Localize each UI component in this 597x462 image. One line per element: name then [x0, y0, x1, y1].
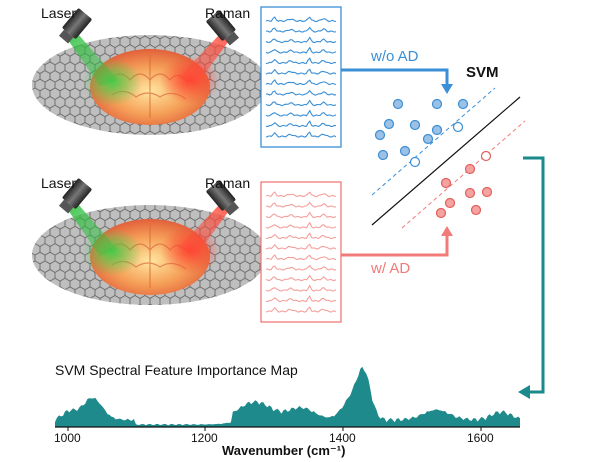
top-spectra-traces	[265, 16, 337, 138]
tick-label-1600: 1600	[467, 431, 494, 445]
svm-data-point	[464, 187, 476, 199]
spectrum-trace	[265, 232, 337, 240]
svm-to-map-arrow	[523, 156, 545, 394]
bottom-flow-arrow	[341, 235, 449, 257]
svm-class-w-ad-points	[435, 150, 493, 219]
spectrum-trace	[265, 295, 337, 303]
spectrum-trace	[265, 57, 337, 65]
top-raman-objective-icon	[206, 10, 240, 46]
svm-data-point	[440, 177, 452, 189]
top-sample-illustration	[32, 8, 268, 135]
svm-data-point	[409, 119, 421, 131]
spectrum-trace	[265, 46, 337, 54]
svm-data-point	[383, 118, 395, 130]
svm-data-point	[431, 98, 443, 110]
bottom-group-label: w/ AD	[371, 260, 411, 277]
spectrum-trace	[265, 36, 337, 44]
svm-data-point	[435, 207, 447, 219]
svm-data-point	[457, 98, 469, 110]
svm-margin-blue	[371, 87, 496, 196]
svm-data-point	[464, 163, 476, 175]
svm-data-point	[481, 186, 493, 198]
top-spectra-panel	[260, 6, 342, 148]
spectrum-trace	[265, 99, 337, 107]
tick-label-1400: 1400	[329, 431, 356, 445]
spectrum-trace	[265, 243, 337, 250]
spectrum-trace	[265, 201, 337, 208]
svm-data-point	[392, 98, 404, 110]
spectrum-trace	[265, 284, 337, 292]
top-raman-label: Raman	[205, 5, 251, 21]
spectrum-trace	[265, 16, 337, 23]
feature-importance-area	[55, 366, 520, 427]
spectrum-trace	[265, 109, 337, 117]
spectrum-trace	[265, 191, 337, 198]
svm-data-point	[422, 133, 434, 145]
svm-data-point	[409, 156, 421, 168]
spectrum-trace	[265, 120, 337, 128]
spectrum-trace	[265, 254, 337, 261]
spectrum-trace	[265, 306, 337, 313]
svm-data-point	[374, 129, 386, 141]
bottom-spectra-traces	[265, 191, 337, 313]
bottom-spectra-panel	[260, 181, 342, 323]
spectrum-trace	[265, 79, 337, 86]
tick-label-1200: 1200	[191, 431, 218, 445]
spectrum-trace	[266, 264, 337, 271]
feature-map-xlabel: Wavenumber (cm⁻¹)	[222, 443, 346, 458]
svm-hyperplane	[371, 96, 521, 226]
top-laser-objective-icon	[58, 8, 92, 44]
bottom-raman-label: Raman	[205, 175, 251, 191]
svm-data-point	[377, 149, 389, 161]
spectrum-trace	[265, 274, 337, 282]
bottom-sample-illustration	[32, 178, 268, 305]
svm-class-wo-ad-points	[374, 98, 469, 168]
feature-map-title: SVM Spectral Feature Importance Map	[55, 362, 298, 378]
top-flow-arrow	[341, 68, 449, 85]
svm-data-point	[470, 204, 482, 216]
svm-title: SVM	[466, 64, 499, 81]
top-laser-label: Laser	[41, 5, 77, 21]
spectrum-trace	[265, 211, 337, 219]
bottom-raman-objective-icon	[206, 180, 240, 216]
spectrum-trace	[265, 221, 337, 229]
svm-data-point	[452, 121, 464, 133]
tick-label-1000: 1000	[54, 431, 81, 445]
feature-importance-map	[55, 366, 520, 431]
svm-margin-red	[401, 120, 526, 229]
spectrum-trace	[266, 89, 337, 96]
svm-data-point	[431, 124, 443, 136]
spectrum-trace	[265, 68, 337, 75]
top-group-label: w/o AD	[371, 48, 419, 65]
bottom-laser-objective-icon	[58, 178, 92, 214]
svm-classifier-plot	[371, 87, 526, 229]
spectrum-trace	[265, 26, 337, 33]
spectrum-trace	[265, 131, 337, 138]
svm-data-point	[444, 197, 456, 209]
bottom-laser-label: Laser	[41, 175, 77, 191]
svm-data-point	[399, 145, 411, 157]
svm-data-point	[480, 150, 492, 162]
